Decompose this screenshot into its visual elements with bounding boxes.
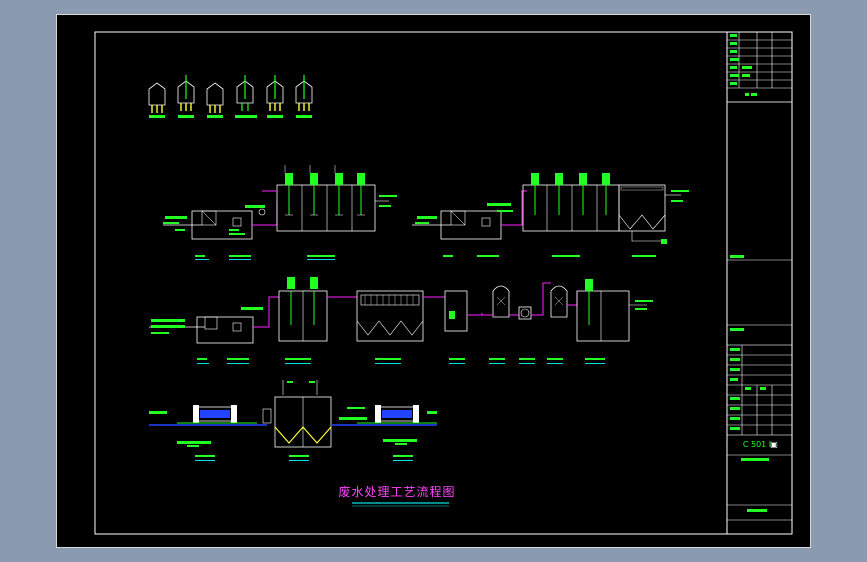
- row2-process: [149, 277, 653, 364]
- row1-right-process: [412, 173, 689, 257]
- dosing-tanks: [148, 75, 313, 118]
- main-title: 废水处理工艺流程图: [338, 484, 455, 499]
- title-block-stamp: C 501 I: [743, 440, 771, 449]
- svg-text:▣: ▣: [770, 440, 778, 449]
- row3-sludge-process: [149, 380, 437, 461]
- process-flow-drawing: C 501 I ▣: [94, 31, 793, 535]
- inner-border: [94, 31, 793, 535]
- drawing-sheet: C 501 I ▣: [56, 14, 811, 548]
- row1-left-process: [163, 165, 397, 260]
- title-block: C 501 I ▣: [726, 31, 793, 534]
